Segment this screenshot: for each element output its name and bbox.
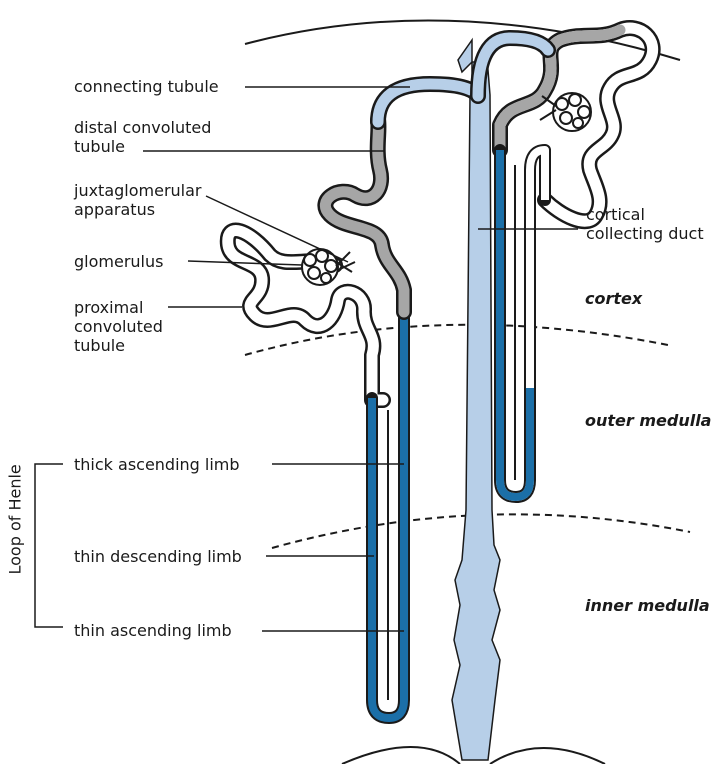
label-cortical-collecting-duct: cortical collecting duct [586, 205, 704, 243]
loop-of-henle-bracket [35, 464, 63, 627]
papilla-left-outline [342, 747, 460, 764]
label-thin-ascending-limb: thin ascending limb [74, 621, 232, 640]
label-connecting-tubule: connecting tubule [74, 77, 219, 96]
label-loop-of-henle: Loop of Henle [6, 465, 25, 575]
papilla-right-outline [490, 748, 605, 764]
distal-tubule-lumen [325, 120, 404, 312]
label-distal-convoluted-tubule: distal convoluted tubule [74, 118, 211, 156]
label-thick-ascending-limb: thick ascending limb [74, 455, 240, 474]
label-thin-descending-limb: thin descending limb [74, 547, 242, 566]
zone-outer-medulla: outer medulla [585, 411, 711, 430]
glomerulus-left [302, 249, 355, 285]
label-glomerulus: glomerulus [74, 252, 163, 271]
zone-cortex: cortex [585, 289, 642, 308]
label-proximal-convoluted-tubule: proximal convoluted tubule [74, 298, 163, 355]
zone-inner-medulla: inner medulla [585, 596, 710, 615]
label-juxtaglomerular-apparatus: juxtaglomerular apparatus [74, 181, 202, 219]
